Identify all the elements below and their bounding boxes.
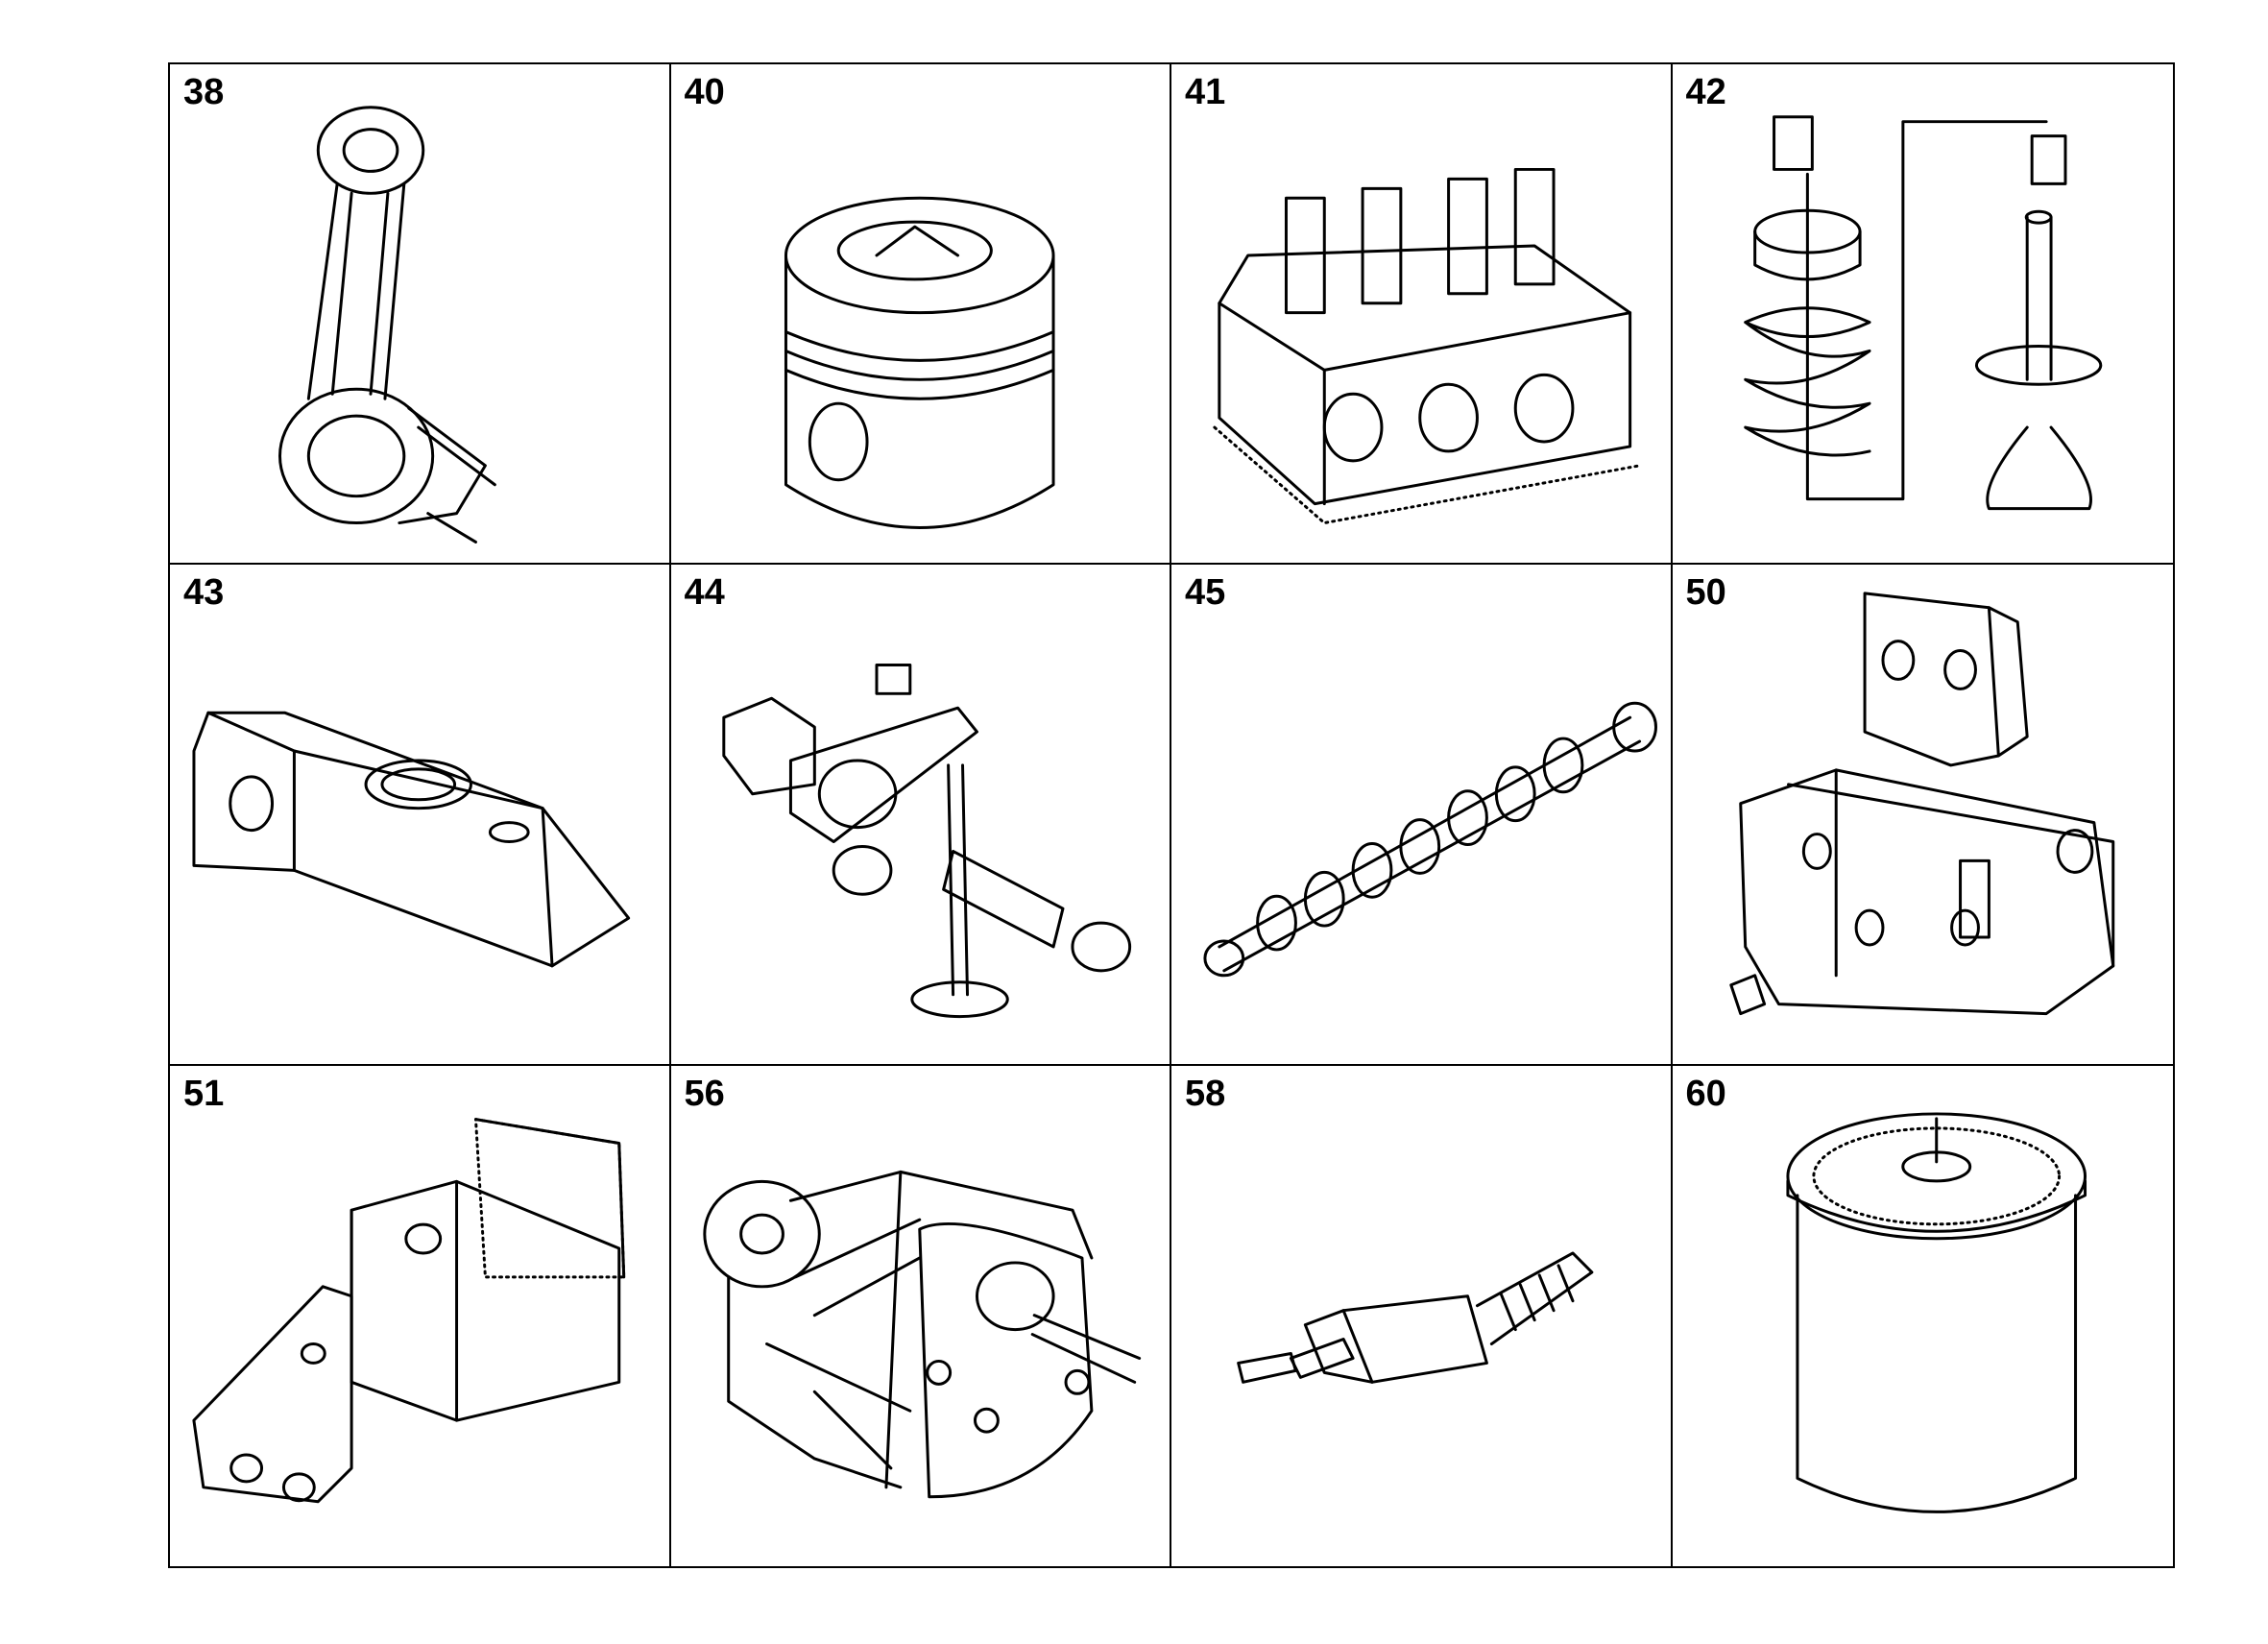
part-number: 38 [183,72,225,112]
part-number: 56 [684,1073,725,1114]
cylinder-head-icon [1213,167,1642,525]
valve-spring-assembly-icon [1743,115,2102,511]
part-cell[interactable]: 50 [1672,565,2173,1066]
part-cell[interactable]: 45 [1171,565,1673,1066]
part-cell[interactable]: 60 [1673,1066,2174,1566]
valve-cover-icon [192,712,631,968]
part-number: 51 [183,1073,225,1114]
oil-cooler-icon [1728,592,2114,1016]
rocker-arm-icon [721,664,1131,1019]
temperature-sensor-icon [1237,1251,1594,1384]
part-number: 50 [1685,572,1726,614]
part-cell[interactable]: 51 [170,1065,671,1566]
part-number: 45 [1185,572,1226,614]
part-number: 41 [1185,72,1226,112]
parts-catalog-grid: 38 40 41 [168,62,2175,1568]
piston-icon [784,196,1055,530]
part-cell[interactable]: 40 [670,64,1171,566]
oil-pump-icon [702,1170,1141,1498]
part-cell[interactable]: 42 [1672,64,2173,566]
connecting-rod-icon [278,106,496,544]
part-cell[interactable]: 44 [670,565,1171,1066]
part-cell[interactable]: 41 [1171,64,1673,566]
part-cell[interactable]: 43 [170,565,671,1066]
part-number: 44 [684,572,725,614]
part-number: 40 [684,72,725,112]
oil-filter-icon [1785,1112,2087,1513]
part-number: 60 [1685,1073,1726,1114]
part-cell[interactable]: 38 [170,64,671,566]
oil-filter-housing-icon [192,1117,626,1503]
part-number: 58 [1185,1073,1226,1114]
part-cell[interactable]: 56 [671,1065,1171,1566]
part-number: 42 [1685,72,1726,112]
part-number: 43 [183,572,225,614]
part-cell[interactable]: 58 [1171,1065,1673,1566]
camshaft-icon [1203,702,1657,978]
